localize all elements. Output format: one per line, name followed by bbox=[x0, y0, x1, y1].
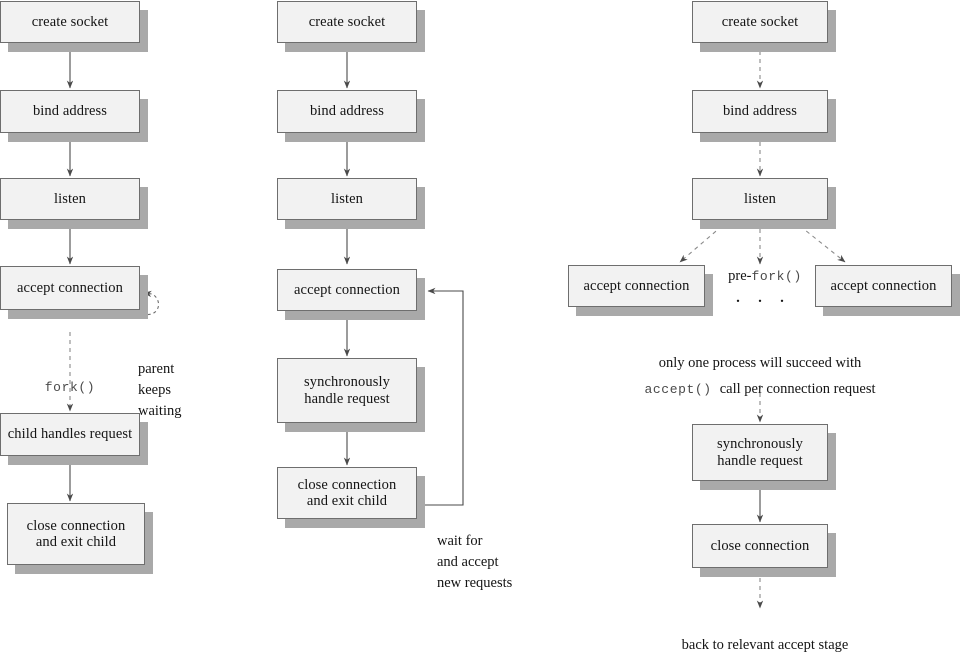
node-label: close connection bbox=[710, 537, 810, 554]
node-label: close connection and exit child bbox=[297, 476, 397, 509]
node-c2-bind-address[interactable]: bind address bbox=[277, 90, 417, 133]
node-label: listen bbox=[53, 190, 86, 207]
node-c2-synchronously-handle-request[interactable]: synchronously handle request bbox=[277, 358, 417, 423]
node-label: accept connection bbox=[294, 281, 400, 298]
node-c3-synchronously-handle-request[interactable]: synchronously handle request bbox=[692, 424, 828, 481]
node-c1-create-socket[interactable]: create socket bbox=[0, 1, 140, 43]
annotation-c1-fork-call: fork() bbox=[44, 379, 96, 395]
annotation-c3-ellipsis: . . . bbox=[735, 285, 791, 307]
node-c2-create-socket[interactable]: create socket bbox=[277, 1, 417, 43]
annotation-c3-back-to-accept-stage: back to relevant accept stage bbox=[681, 637, 849, 654]
accept-call: accept() bbox=[644, 382, 712, 398]
arrow-c2-feedback-loop bbox=[420, 287, 464, 506]
annotation-c2-wait-for-new-requests: wait for and accept new requests bbox=[437, 533, 513, 592]
node-label: create socket bbox=[31, 13, 109, 30]
node-c1-child-handles-request[interactable]: child handles request bbox=[0, 413, 140, 456]
node-c3-close-connection[interactable]: close connection bbox=[692, 524, 828, 568]
node-label: bind address bbox=[309, 103, 385, 120]
node-c2-accept-connection[interactable]: accept connection bbox=[277, 269, 417, 311]
node-c1-bind-address[interactable]: bind address bbox=[0, 90, 140, 133]
node-c1-accept-connection[interactable]: accept connection bbox=[0, 266, 140, 310]
node-c3-accept-connection-left[interactable]: accept connection bbox=[568, 265, 705, 307]
node-label: bind address bbox=[32, 103, 108, 120]
node-label: create socket bbox=[308, 13, 386, 30]
node-c2-close-connection-exit-child[interactable]: close connection and exit child bbox=[277, 467, 417, 519]
node-label: close connection and exit child bbox=[26, 517, 126, 550]
prefork-prefix: pre- bbox=[728, 268, 752, 285]
prefork-call: fork() bbox=[751, 269, 802, 285]
node-label: listen bbox=[330, 190, 363, 207]
node-c3-listen[interactable]: listen bbox=[692, 178, 828, 220]
annotation-c3-only-one-process: only one process will succeed with bbox=[658, 355, 862, 372]
node-c3-bind-address[interactable]: bind address bbox=[692, 90, 828, 133]
node-label: accept connection bbox=[830, 277, 937, 294]
node-label: bind address bbox=[722, 103, 798, 120]
annotation-c3-accept-call-line: accept() call per connection request bbox=[600, 358, 920, 400]
accept-call-suffix: call per connection request bbox=[719, 381, 876, 398]
annotation-c3-prefork: pre-fork() bbox=[690, 245, 840, 287]
node-c3-create-socket[interactable]: create socket bbox=[692, 1, 828, 43]
annotation-c1-parent-keeps-waiting: parent keeps waiting bbox=[138, 361, 182, 420]
node-label: create socket bbox=[721, 13, 799, 30]
node-label: synchronously handle request bbox=[717, 436, 803, 469]
node-label: synchronously handle request bbox=[304, 374, 390, 407]
node-label: listen bbox=[743, 190, 776, 207]
node-label: child handles request bbox=[7, 426, 133, 443]
node-c1-listen[interactable]: listen bbox=[0, 178, 140, 220]
node-label: accept connection bbox=[583, 277, 690, 294]
node-c1-close-connection-exit-child[interactable]: close connection and exit child bbox=[7, 503, 145, 565]
node-label: accept connection bbox=[17, 279, 123, 296]
node-c3-accept-connection-right[interactable]: accept connection bbox=[815, 265, 952, 307]
node-c2-listen[interactable]: listen bbox=[277, 178, 417, 220]
